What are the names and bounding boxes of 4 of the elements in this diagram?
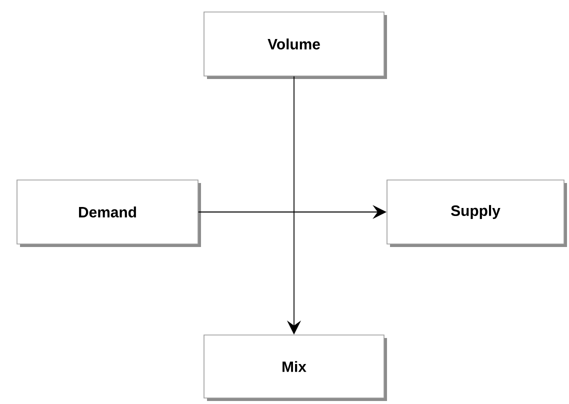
- process-box: Mix: [204, 334, 387, 401]
- process-box: Demand: [16, 180, 201, 247]
- process-box: Volume: [204, 12, 387, 79]
- process-box: Supply: [386, 180, 567, 247]
